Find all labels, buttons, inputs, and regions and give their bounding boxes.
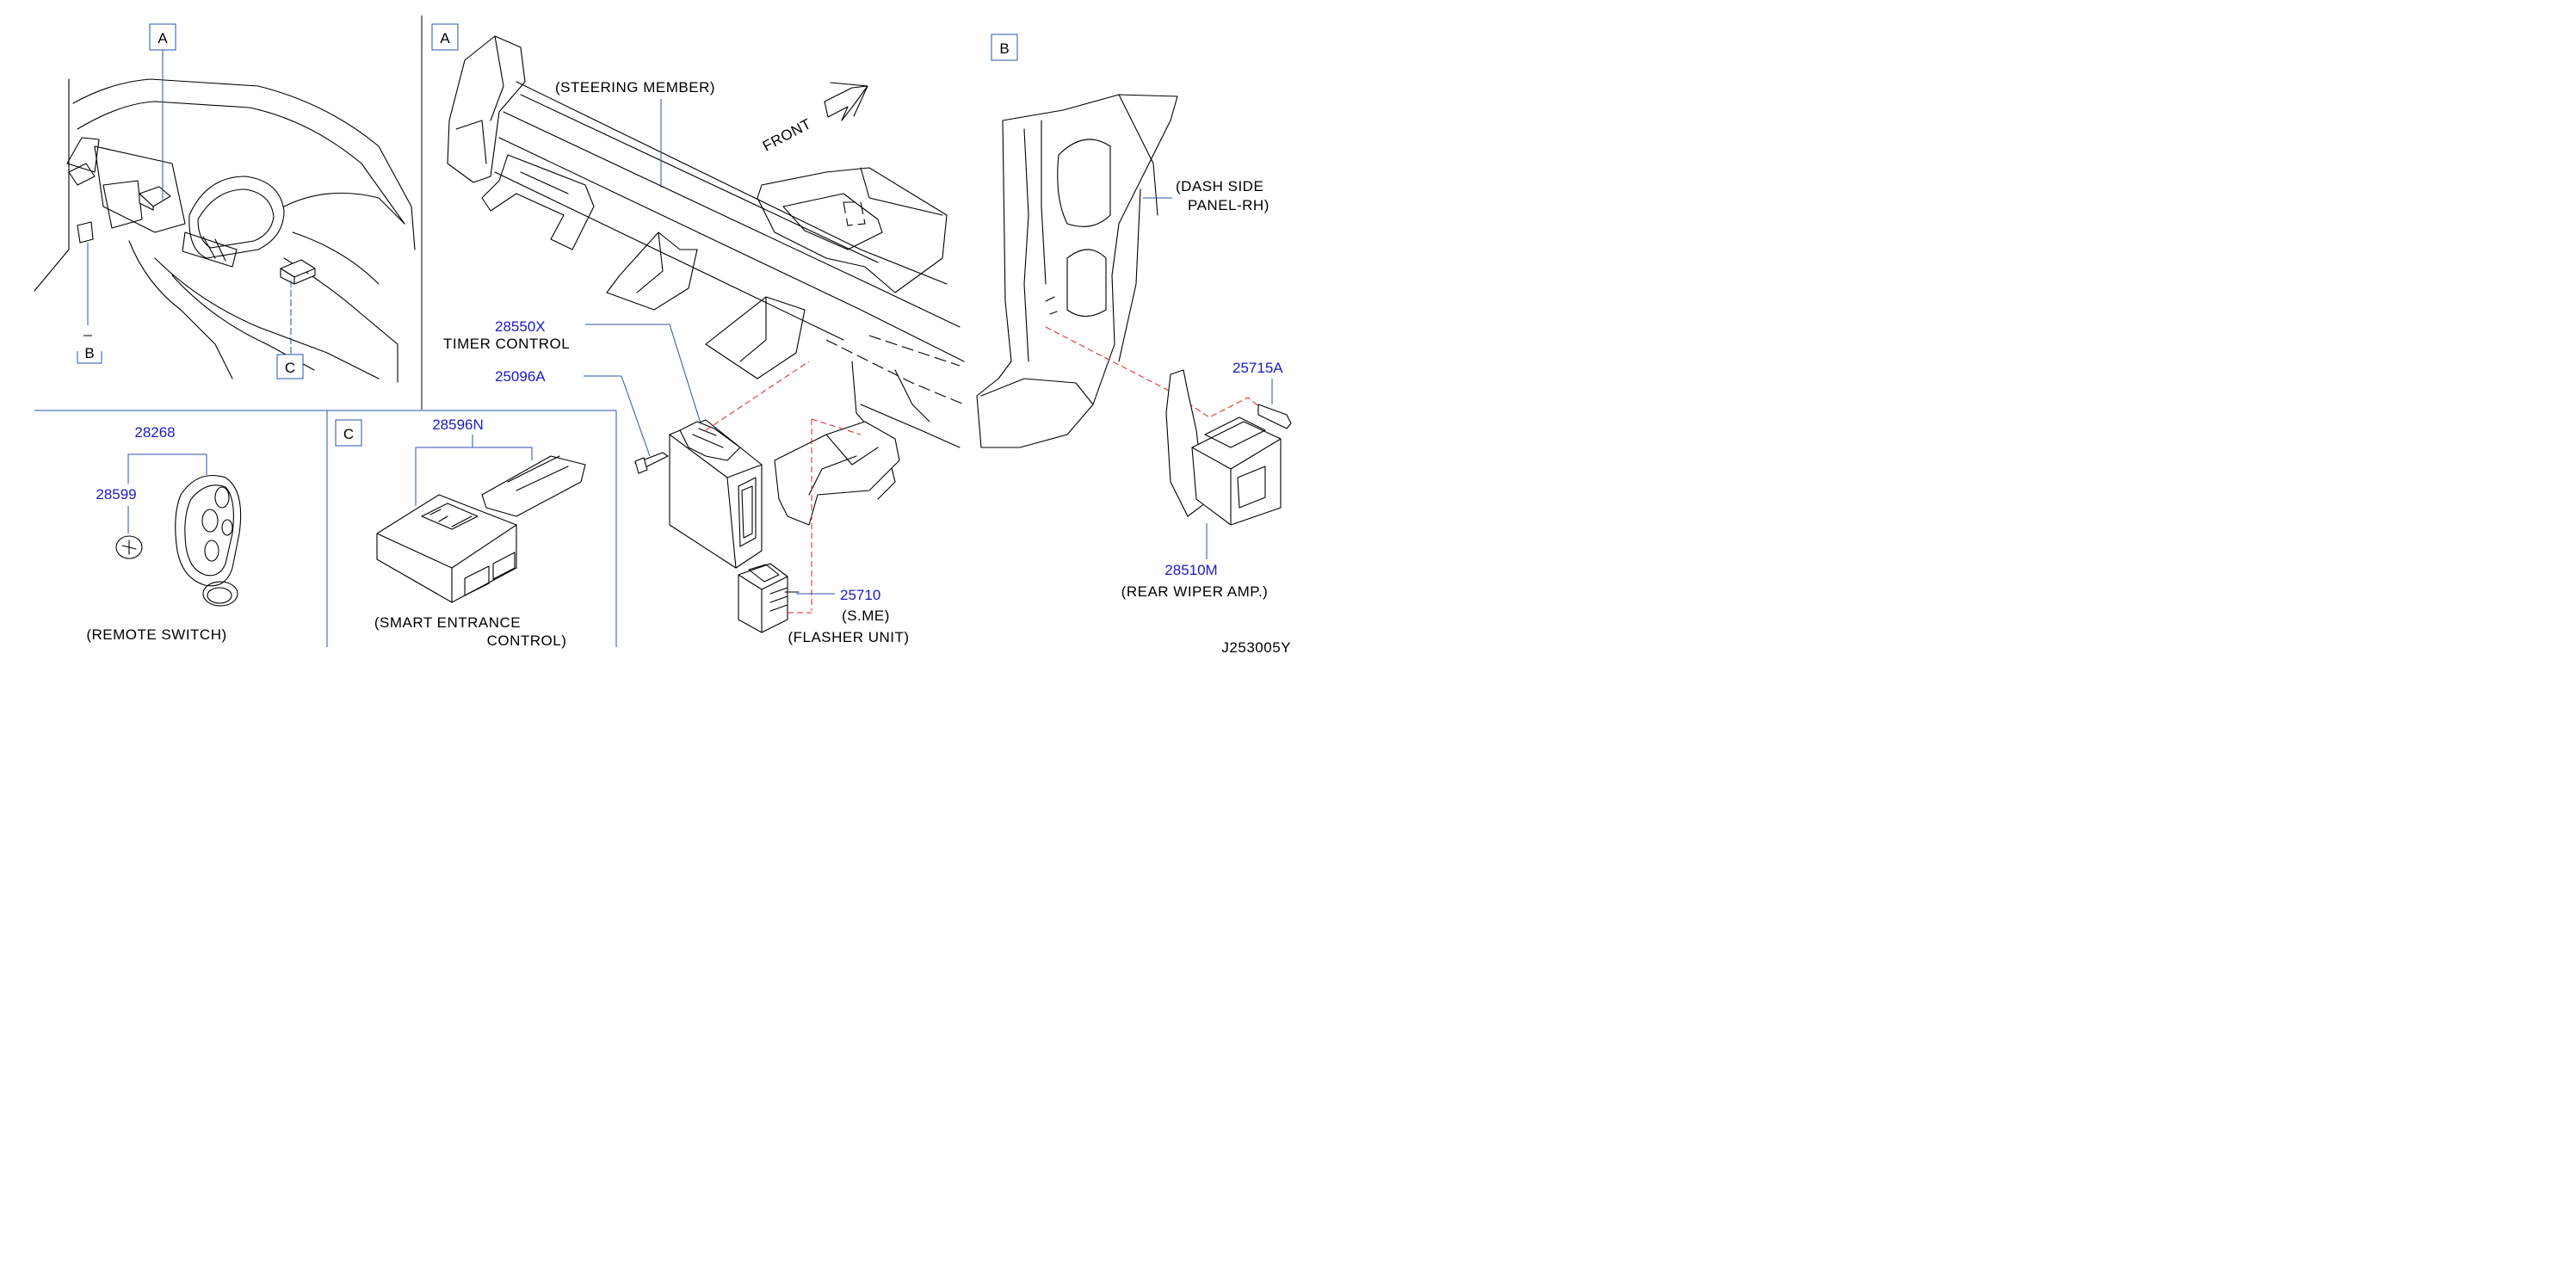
rear-wiper-amp-label: (REAR WIPER AMP.) [1121,583,1269,600]
part-number-28596n: 28596N [432,416,484,433]
diagram-drawing: A B C A (STEERING MEMBER) [34,15,1292,656]
section-label-c-inset-text: C [343,426,354,442]
dashboard-overview-illustration [34,78,416,383]
part-number-28599: 28599 [96,486,136,503]
smart-entrance-control-illustration [376,455,586,603]
part-number-25096a: 25096A [495,368,546,385]
coin-battery-icon [115,535,143,559]
flasher-unit-illustration [738,563,800,633]
timer-control-label: TIMER CONTROL [443,336,570,352]
sme-label: (S.ME) [842,608,890,624]
remote-switch-label: (REMOTE SWITCH) [86,626,226,643]
section-label-c-small [276,354,304,379]
section-label-a-top-text: A [158,30,168,46]
section-label-b-main-text: B [999,40,1009,57]
front-label: FRONT [760,115,814,154]
part-number-25715a: 25715A [1232,360,1283,376]
remote-key-fob-illustration [175,474,242,607]
section-label-c-inset [335,419,362,447]
flasher-bracket-illustration [774,421,900,526]
diagram-code: J253005Y [1221,639,1291,656]
parts-diagram: A B C A (STEERING MEMBER) [0,0,1343,666]
dash-side-panel-illustration [976,94,1178,448]
flasher-unit-label: (FLASHER UNIT) [788,629,909,645]
part-number-28268: 28268 [134,424,175,441]
section-label-a-top [149,23,176,51]
smart-entrance-label-line1: (SMART ENTRANCE [374,614,521,631]
dash-side-panel-label-line1: (DASH SIDE [1176,178,1263,194]
section-label-c-small-text: C [285,360,295,376]
section-label-a-main-text: A [440,30,450,46]
part-number-25710: 25710 [840,587,880,603]
section-label-b-main [991,34,1018,61]
steering-member-illustration [447,35,965,500]
front-arrow-icon [824,82,868,121]
rear-wiper-amp-illustration [1165,369,1292,526]
dash-side-panel-label-line2: PANEL-RH) [1188,197,1269,213]
timer-control-unit-illustration [634,419,763,569]
part-number-28510m: 28510M [1164,562,1217,578]
steering-member-label: (STEERING MEMBER) [555,79,715,96]
section-label-b-small-text: B [84,345,94,361]
timer-control-label-backdrop [441,333,592,350]
panel-dividers [34,15,617,647]
part-number-28550x: 28550X [495,318,546,335]
smart-entrance-label-line2: CONTROL) [487,632,567,649]
section-label-a-main [431,23,459,51]
